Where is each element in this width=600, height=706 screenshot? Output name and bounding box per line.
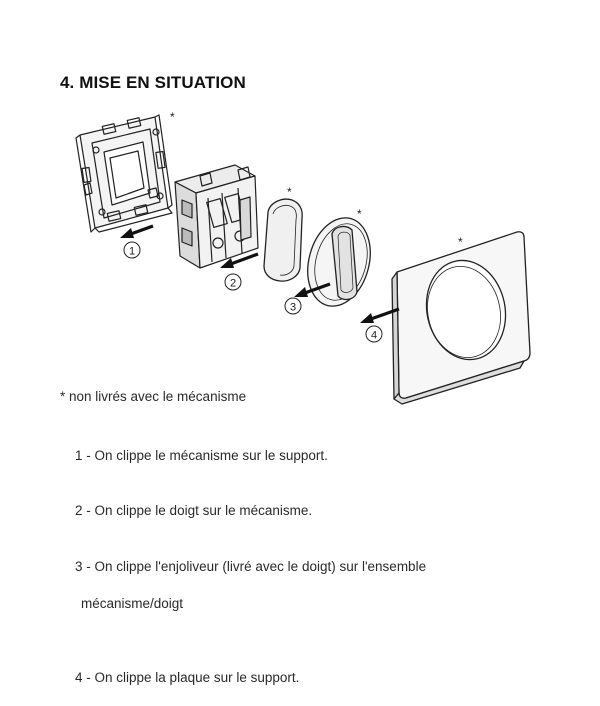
asterisk-support: * bbox=[170, 110, 175, 124]
asterisk-plate: * bbox=[458, 235, 463, 249]
instruction-step-text: 3 - On clippe l'enjoliveur (livré avec l… bbox=[75, 558, 427, 574]
marker-3-label: 3 bbox=[290, 302, 296, 314]
rocker-drawing bbox=[263, 198, 303, 282]
instruction-step: 1 - On clippe le mécanisme sur le suppor… bbox=[60, 428, 426, 484]
marker-3: 3 bbox=[284, 297, 302, 315]
instruction-step-text: 2 - On clippe le doigt sur le mécanisme. bbox=[75, 503, 313, 518]
arrow-4 bbox=[360, 307, 400, 323]
marker-2: 2 bbox=[224, 273, 242, 291]
assembly-illustration: * * * * bbox=[75, 110, 531, 405]
marker-4-label: 4 bbox=[371, 330, 377, 342]
arrows bbox=[120, 224, 400, 323]
section-heading: 4. MISE EN SITUATION bbox=[60, 73, 246, 92]
marker-4: 4 bbox=[365, 325, 383, 343]
support-frame-drawing bbox=[75, 114, 173, 233]
arrow-1 bbox=[120, 224, 154, 238]
instruction-list: 1 - On clippe le mécanisme sur le suppor… bbox=[60, 428, 426, 706]
asterisk-rocker: * bbox=[287, 185, 292, 199]
marker-1-label: 1 bbox=[129, 246, 135, 258]
arrow-3 bbox=[294, 282, 331, 297]
wall-plate-drawing bbox=[391, 231, 531, 405]
step-markers: 1 2 3 4 bbox=[123, 241, 383, 343]
asterisk-trim: * bbox=[357, 207, 362, 221]
instruction-step-continuation: mécanisme/doigt bbox=[81, 595, 184, 611]
marker-1: 1 bbox=[123, 241, 141, 259]
footnote: * non livrés avec le mécanisme bbox=[60, 389, 247, 404]
marker-2-label: 2 bbox=[230, 278, 236, 290]
instruction-step: 3 - On clippe l'enjoliveur (livré avec l… bbox=[60, 539, 426, 650]
round-trim-drawing bbox=[307, 217, 371, 307]
instruction-step-text: 4 - On clippe la plaque sur le support. bbox=[75, 669, 300, 685]
instruction-step-text: 1 - On clippe le mécanisme sur le suppor… bbox=[75, 447, 328, 463]
instruction-step: 2 - On clippe le doigt sur le mécanisme. bbox=[60, 484, 426, 540]
arrow-2 bbox=[220, 252, 259, 268]
instruction-step: 4 - On clippe la plaque sur le support. bbox=[60, 650, 426, 706]
mechanism-drawing bbox=[174, 164, 259, 269]
